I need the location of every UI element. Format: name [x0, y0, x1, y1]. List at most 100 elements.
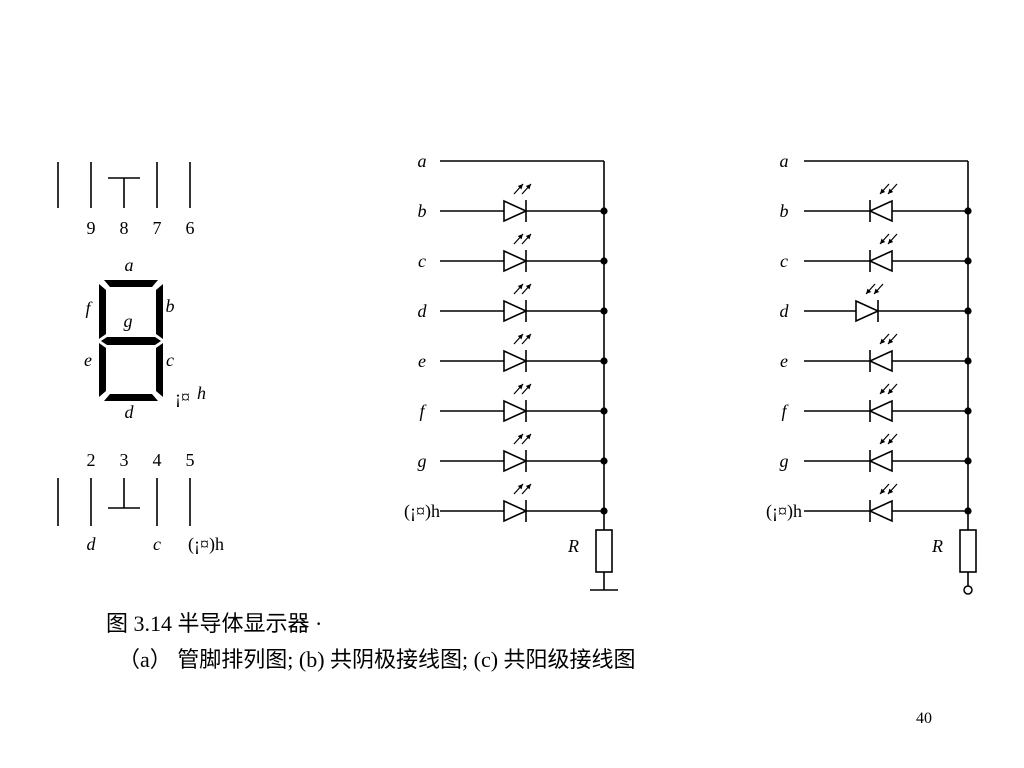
led-row: (¡¤)h	[404, 483, 608, 523]
row-label: a	[418, 151, 427, 171]
segment-g	[101, 337, 161, 345]
pin-arrangement: 9 8 7 6 a f b g e c d ¡¤ h 2 3 4 5	[57, 162, 224, 555]
light-arrow-head	[517, 284, 523, 290]
led-row: c	[418, 233, 608, 273]
pin-number: 7	[153, 218, 162, 238]
bottom-pin-label: d	[87, 534, 97, 554]
junction-dot	[964, 307, 972, 315]
led-row: f	[419, 383, 608, 423]
led-row: b	[780, 183, 972, 223]
common-anode-circuit: R ab cd e f g (¡¤)h	[766, 151, 977, 595]
row-label: b	[418, 201, 427, 221]
junction-dot	[600, 207, 608, 215]
led-diode	[868, 349, 893, 373]
resistor-symbol	[595, 529, 613, 573]
row-label: d	[418, 301, 428, 321]
bottom-pin-label: (¡¤)h	[188, 534, 224, 555]
pin-number: 4	[153, 450, 162, 470]
light-arrow-head	[517, 334, 523, 340]
row-label: e	[780, 351, 788, 371]
pin-number: 9	[87, 218, 96, 238]
led-row: e	[418, 333, 608, 373]
led-diode	[503, 299, 528, 323]
terminal-circle	[963, 585, 973, 595]
light-arrow-head	[888, 188, 894, 194]
row-label: e	[418, 351, 426, 371]
junction-dot	[964, 257, 972, 265]
light-arrow-head	[888, 438, 894, 444]
junction-dot	[600, 257, 608, 265]
light-arrow-head	[888, 488, 894, 494]
led-row: a	[418, 151, 604, 171]
junction-dot	[964, 407, 972, 415]
light-arrow-head	[525, 284, 531, 290]
row-label: a	[780, 151, 789, 171]
led-diode	[868, 499, 893, 523]
segment-c	[156, 343, 163, 397]
light-arrow-head	[880, 438, 886, 444]
row-label: g	[418, 451, 427, 471]
light-arrow-head	[880, 238, 886, 244]
bottom-pin-label: c	[153, 534, 161, 554]
led-row: f	[781, 383, 972, 423]
led-diode	[503, 499, 528, 523]
light-arrow-head	[525, 184, 531, 190]
light-arrow-head	[525, 434, 531, 440]
led-diode	[503, 349, 528, 373]
led-row: c	[780, 233, 972, 273]
led-row: g	[418, 433, 608, 473]
row-label: c	[418, 251, 426, 271]
led-diode	[868, 399, 893, 423]
led-row: d	[418, 283, 608, 323]
junction-dot	[600, 407, 608, 415]
led-diode	[868, 199, 893, 223]
row-label: (¡¤)h	[404, 501, 440, 522]
light-arrow-head	[880, 388, 886, 394]
led-row: b	[418, 183, 608, 223]
segment-label-d: d	[125, 402, 135, 422]
segment-label-c: c	[166, 350, 174, 370]
segment-label-a: a	[125, 255, 134, 275]
led-diode	[503, 399, 528, 423]
row-label: f	[781, 401, 789, 421]
pin-number: 6	[186, 218, 195, 238]
junction-dot	[964, 357, 972, 365]
led-diode	[855, 299, 880, 323]
light-arrow-head	[888, 238, 894, 244]
resistor-label: R	[931, 536, 943, 556]
segment-d	[104, 394, 158, 401]
segment-label-b: b	[166, 296, 175, 316]
row-label: c	[780, 251, 788, 271]
led-row: e	[780, 333, 972, 373]
led-diode	[503, 199, 528, 223]
pin-number: 3	[120, 450, 129, 470]
dp-dot-label: ¡¤	[175, 387, 190, 407]
light-arrow-head	[517, 384, 523, 390]
light-arrow-head	[525, 334, 531, 340]
led-diode	[868, 449, 893, 473]
junction-dot	[600, 457, 608, 465]
light-arrow-head	[517, 434, 523, 440]
light-arrow-head	[880, 338, 886, 344]
junction-dot	[964, 207, 972, 215]
light-arrow-head	[517, 484, 523, 490]
figure-caption-title: 图 3.14 半导体显示器 ·	[106, 611, 323, 636]
light-arrow-head	[525, 384, 531, 390]
segment-a	[104, 280, 158, 287]
led-row: d	[780, 283, 972, 323]
seven-segment-digit	[99, 280, 163, 401]
pin-number: 2	[87, 450, 96, 470]
light-arrow-head	[525, 234, 531, 240]
figure-caption-subtitle: （a） 管脚排列图; (b) 共阴极接线图; (c) 共阳级接线图	[118, 647, 636, 672]
row-label: g	[780, 451, 789, 471]
led-row: a	[780, 151, 968, 171]
led-row: (¡¤)h	[766, 483, 972, 523]
segment-f	[99, 284, 106, 339]
row-label: f	[419, 401, 427, 421]
junction-dot	[964, 457, 972, 465]
segment-label-e: e	[84, 350, 92, 370]
segment-label-g: g	[124, 311, 133, 331]
light-arrow-head	[517, 234, 523, 240]
junction-dot	[600, 507, 608, 515]
